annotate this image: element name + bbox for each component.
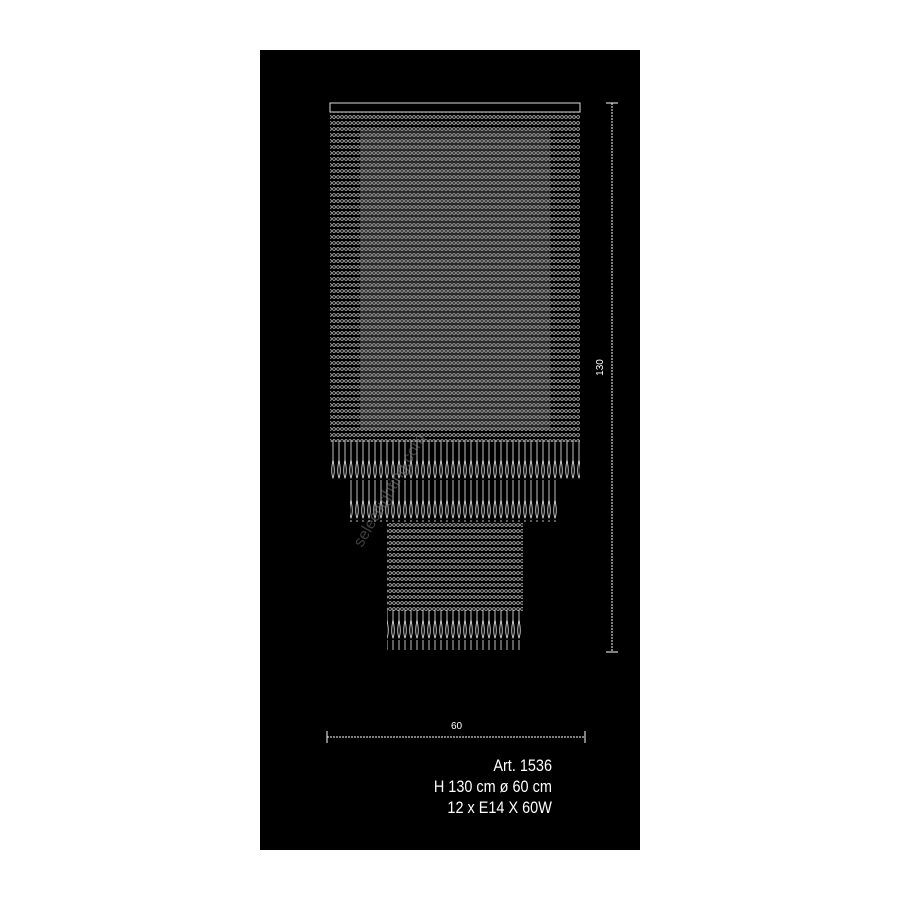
lamps-spec: 12 x E14 X 60W [447, 798, 552, 817]
width-dimension-line [326, 731, 586, 743]
height-dimension-line [606, 102, 618, 653]
tier-1 [330, 112, 580, 480]
height-dimension-label: 130 [594, 359, 606, 376]
article-number: Art. 1536 [493, 756, 552, 775]
dimensions-spec: H 130 cm ø 60 cm [433, 777, 552, 796]
tier-3 [387, 522, 523, 650]
tier-2 [350, 480, 557, 522]
width-dimension-label: 60 [451, 721, 463, 732]
canopy-bar [329, 102, 581, 113]
